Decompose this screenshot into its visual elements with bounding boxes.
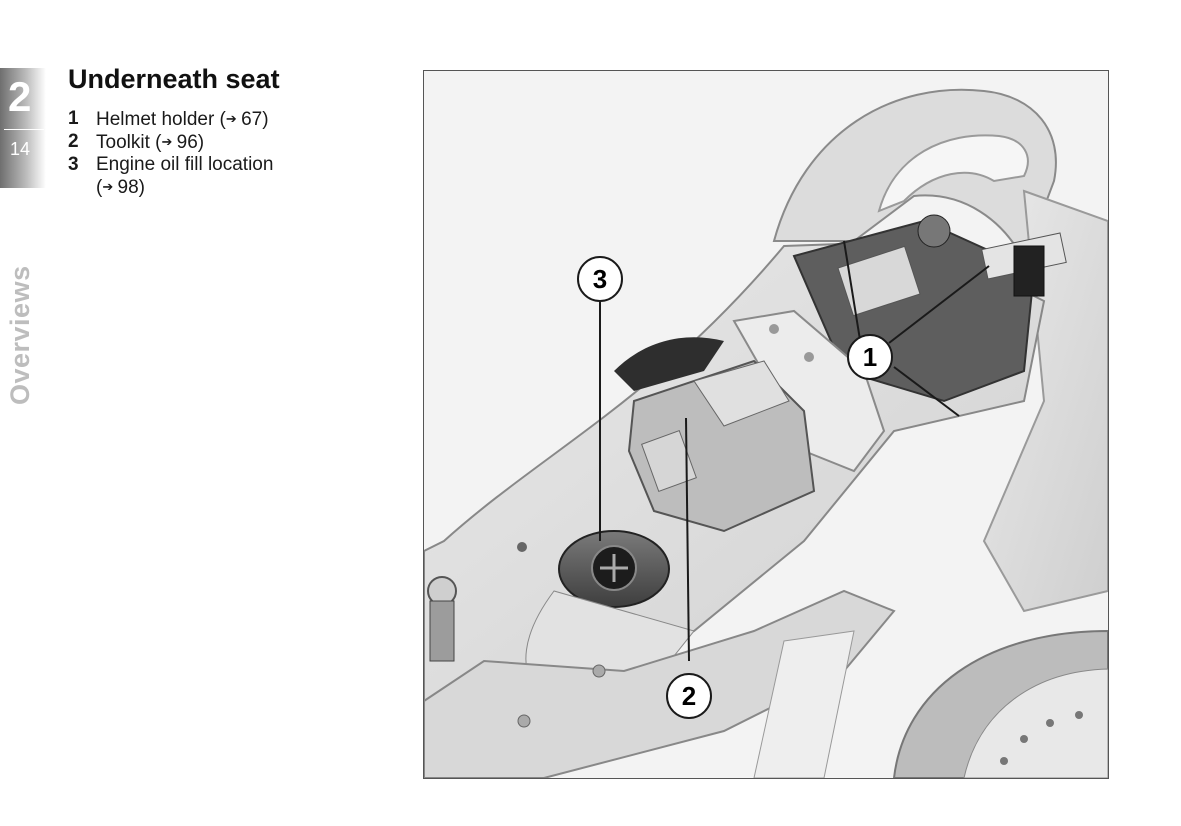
arrow-right-icon: ➔ bbox=[102, 179, 113, 194]
callout-2: 2 bbox=[666, 673, 712, 719]
item-text[interactable]: Engine oil fill location (➔ 98) bbox=[96, 154, 273, 199]
svg-text:1: 1 bbox=[863, 342, 877, 372]
section-tag: Overviews bbox=[5, 265, 35, 405]
item-label: Toolkit ( bbox=[96, 132, 162, 153]
legend-list: 1 Helmet holder (➔ 67) 2 Toolkit (➔ 96) … bbox=[68, 108, 358, 199]
arrow-right-icon: ➔ bbox=[161, 134, 172, 149]
arrow-right-icon: ➔ bbox=[225, 111, 237, 126]
page-title: Underneath seat bbox=[68, 64, 280, 94]
page-ref: 67) bbox=[235, 109, 269, 130]
chapter-number: 2 bbox=[8, 73, 32, 120]
item-number: 2 bbox=[68, 131, 79, 152]
list-item: 1 Helmet holder (➔ 67) bbox=[68, 108, 358, 131]
illustration-svg: 3 1 2 bbox=[424, 71, 1108, 778]
tab-divider bbox=[4, 129, 44, 130]
page-ref: 98) bbox=[112, 177, 145, 198]
item-label: Helmet holder ( bbox=[96, 109, 226, 130]
svg-text:2: 2 bbox=[682, 681, 696, 711]
page-ref: 96) bbox=[171, 132, 205, 153]
callout-1: 1 bbox=[847, 334, 893, 380]
item-label: Engine oil fill location bbox=[96, 154, 274, 175]
svg-text:3: 3 bbox=[593, 264, 607, 294]
list-item: 2 Toolkit (➔ 96) bbox=[68, 131, 358, 154]
chapter-tab bbox=[0, 68, 46, 188]
list-item: 3 Engine oil fill location (➔ 98) bbox=[68, 154, 358, 199]
page-ref-open: ( bbox=[96, 177, 103, 198]
item-number: 1 bbox=[68, 108, 79, 129]
item-text[interactable]: Toolkit (➔ 96) bbox=[96, 131, 204, 154]
callout-3: 3 bbox=[577, 256, 623, 302]
motorcycle-seat-illustration: 3 1 2 bbox=[423, 70, 1109, 779]
page-number: 14 bbox=[10, 139, 31, 159]
item-number: 3 bbox=[68, 154, 79, 175]
item-text[interactable]: Helmet holder (➔ 67) bbox=[96, 108, 269, 131]
